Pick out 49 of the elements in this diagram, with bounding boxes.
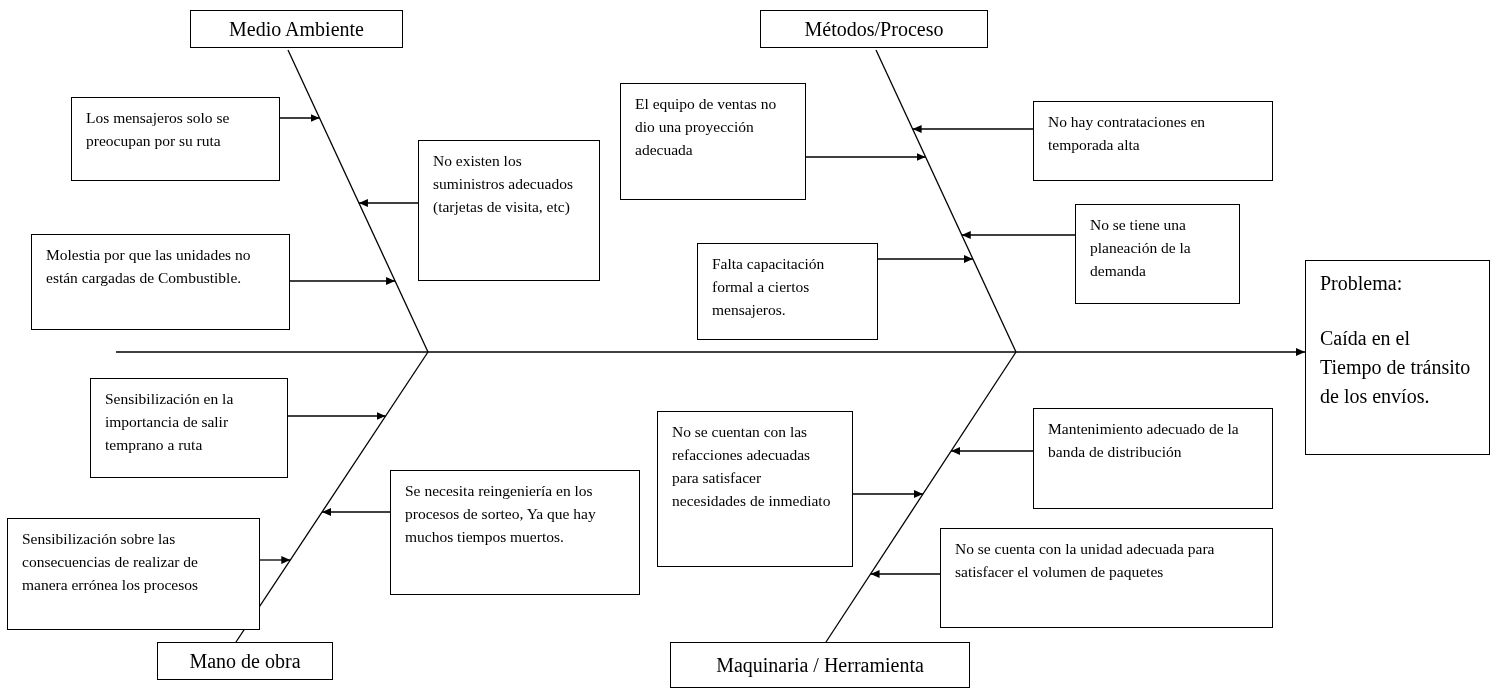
arrow: [950, 447, 1034, 455]
cause-text: No hay contrataciones en temporada alta: [1048, 112, 1207, 155]
cause-text: No existen los suministros adecuados (tarjetas de visita, etc): [433, 151, 574, 217]
category-box: Métodos/Proceso: [760, 10, 988, 48]
cause-box: [90, 378, 288, 478]
arrow: [358, 199, 419, 207]
cause-box: [697, 243, 878, 340]
cause-text: Molestia por que las unidades no están cargadas de Combustible.: [46, 245, 252, 288]
cause-box: [1075, 204, 1240, 304]
cause-text: Los mensajeros solo se preocupan por su ruta: [86, 108, 231, 151]
category-box: Mano de obra: [157, 642, 333, 680]
problem-text: Caída en el Tiempo de tránsito de los envíos.: [1320, 326, 1472, 409]
arrow: [877, 255, 974, 263]
cause-box: [940, 528, 1273, 628]
cause-box: [620, 83, 806, 200]
cause-box: [71, 97, 280, 181]
cause-box: [657, 411, 853, 567]
bone-line: [875, 49, 1017, 353]
problem-text: Problema:: [1320, 271, 1404, 296]
cause-box: [1033, 408, 1273, 509]
cause-text: Sensibilización sobre las consecuencias de realizar de manera errónea los procesos: [22, 529, 200, 595]
cause-text: No se cuentan con las refacciones adecuadas para satisfacer necesidades de inmediato: [672, 422, 832, 511]
cause-box: [7, 518, 260, 630]
cause-box: [418, 140, 600, 281]
cause-text: Falta capacitación formal a ciertos mensajeros.: [712, 254, 826, 320]
cause-box: [390, 470, 640, 595]
arrow: [289, 277, 396, 285]
cause-text: Mantenimiento adecuado de la banda de distribución: [1048, 419, 1240, 462]
arrow: [869, 570, 941, 578]
bone-line: [287, 49, 429, 353]
cause-text: El equipo de ventas no dio una proyección adecuada: [635, 94, 778, 160]
cause-text: Se necesita reingeniería en los procesos de sorteo, Ya que hay muchos tiempos muertos.: [405, 481, 597, 547]
cause-text: No se tiene una planeación de la demanda: [1090, 215, 1192, 281]
spine-arrow: [115, 348, 1306, 356]
cause-text: No se cuenta con la unidad adecuada para satisfacer el volumen de paquetes: [955, 539, 1216, 582]
category-box: Maquinaria / Herramienta: [670, 642, 970, 688]
problem-box: [1305, 260, 1490, 455]
cause-box: [1033, 101, 1273, 181]
cause-box: [31, 234, 290, 330]
arrow: [911, 125, 1034, 133]
category-box: Medio Ambiente: [190, 10, 403, 48]
arrow: [259, 556, 291, 564]
arrow: [321, 508, 391, 516]
arrow: [287, 412, 387, 420]
arrow: [279, 114, 321, 122]
cause-text: Sensibilización en la importancia de salir temprano a ruta: [105, 389, 235, 455]
arrow: [805, 153, 927, 161]
arrow: [961, 231, 1076, 239]
arrow: [852, 490, 924, 498]
